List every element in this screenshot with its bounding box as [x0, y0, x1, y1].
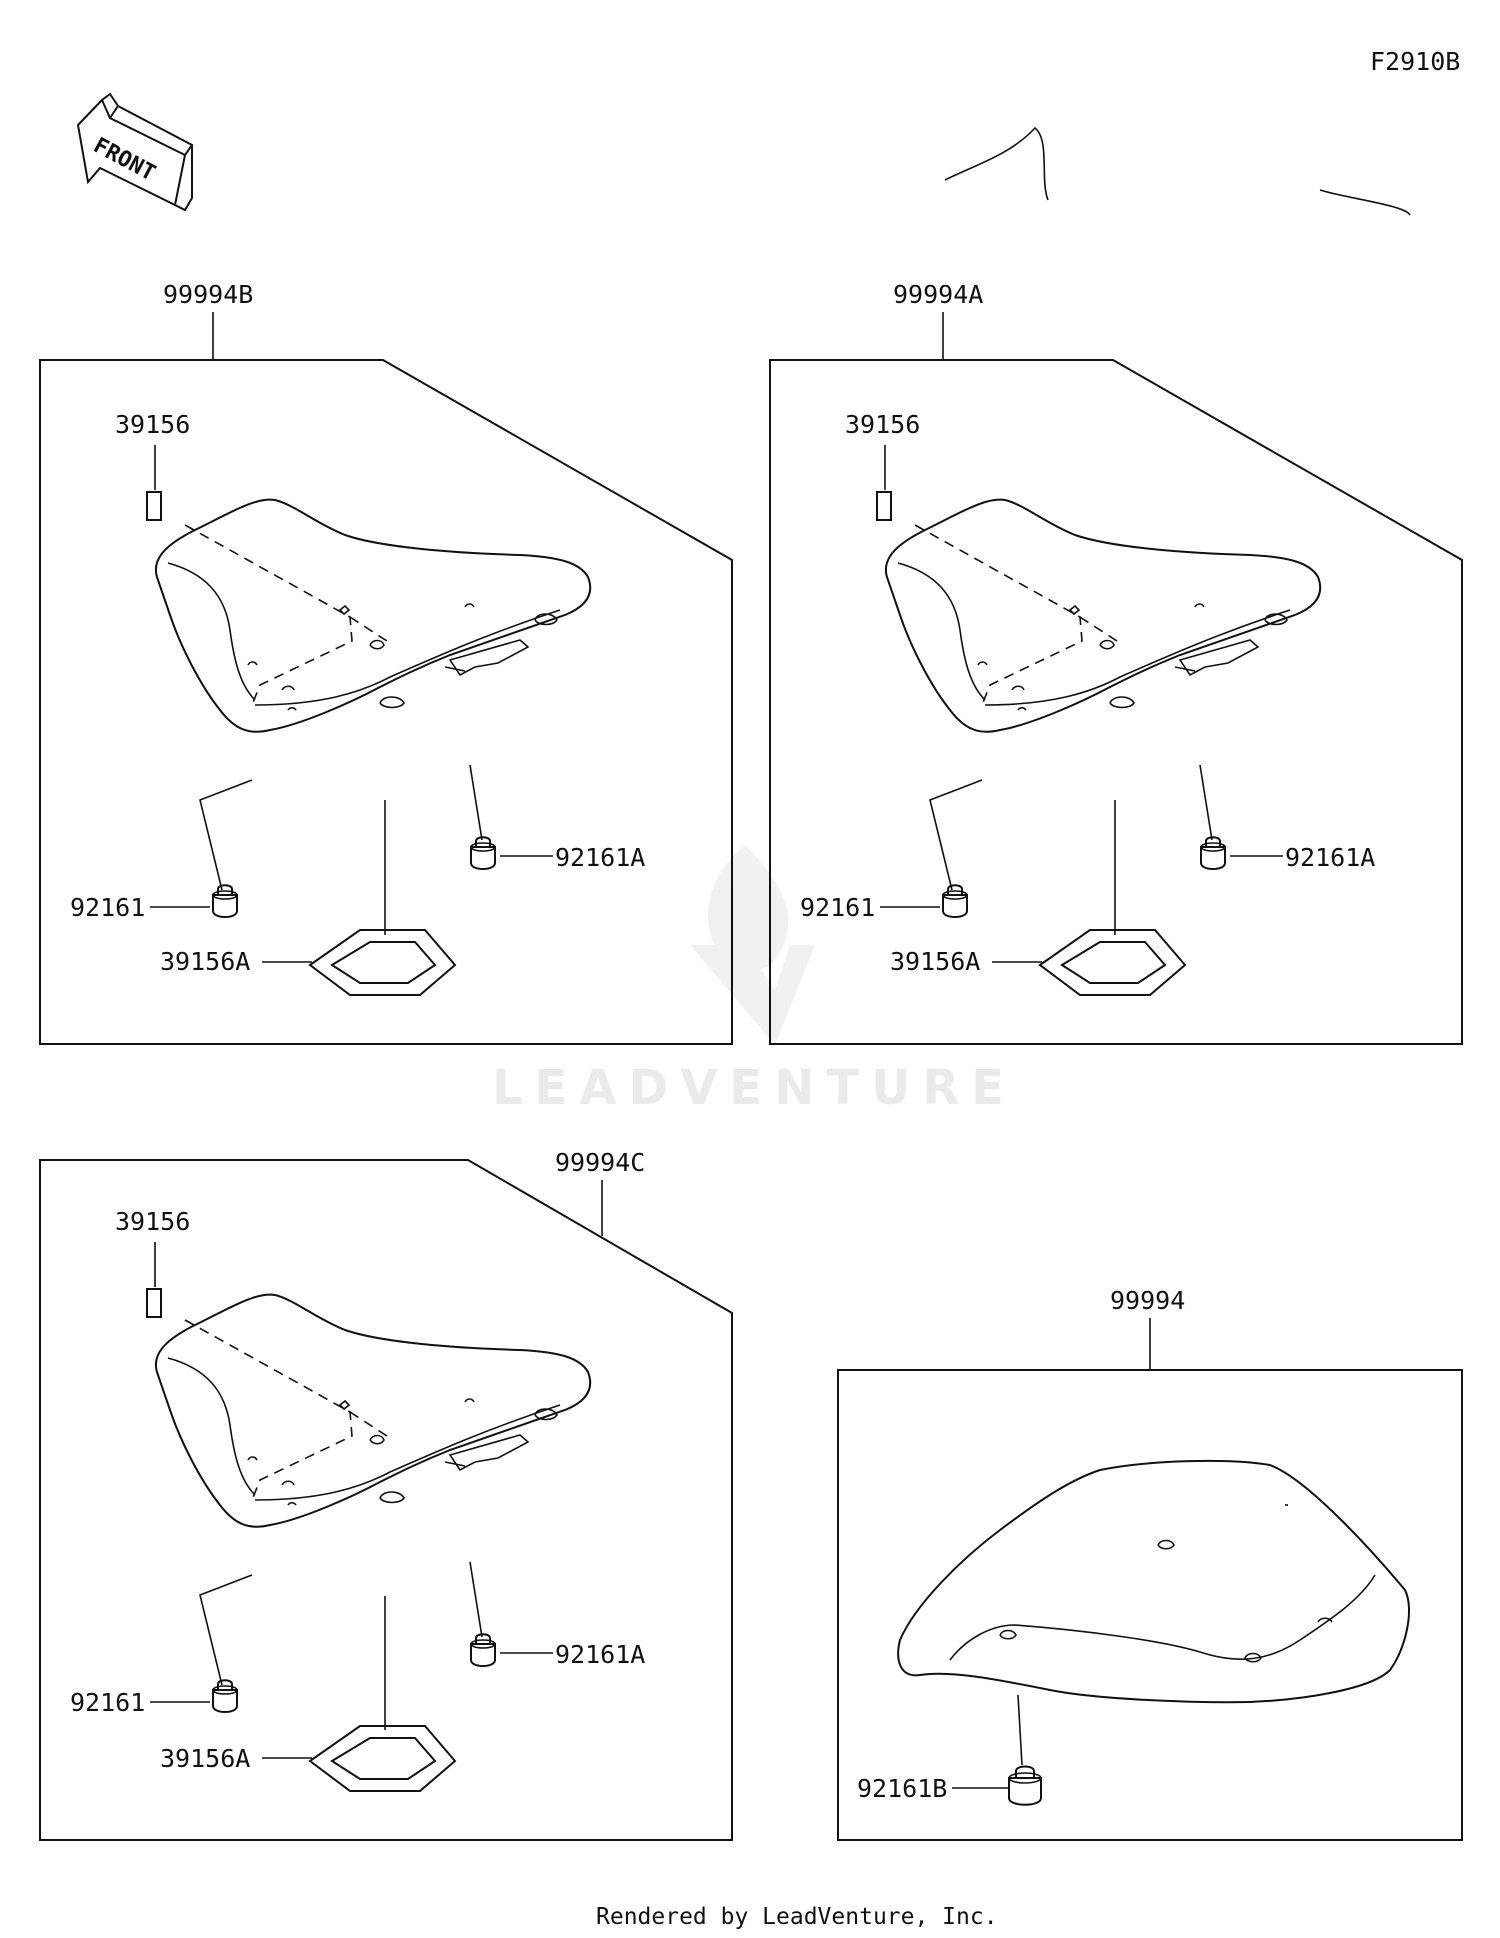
part-label-damper-right: 92161A	[555, 843, 645, 872]
watermark-text: LEADVENTURE	[492, 1060, 1016, 1116]
assembly-label: 99994C	[555, 1148, 645, 1177]
diagram-id: F2910B	[1370, 47, 1460, 76]
part-label-damper-right: 92161A	[1285, 843, 1375, 872]
group-99994c: 99994C 39156 92161 92161A 39156A	[39, 1148, 733, 1841]
part-label-damper-left: 92161	[800, 893, 875, 922]
front-arrow-icon: FRONT	[76, 92, 194, 212]
part-label-damper: 92161B	[857, 1774, 947, 1803]
part-label-damper-left: 92161	[70, 1688, 145, 1717]
pillion-seat	[897, 1459, 1411, 1704]
part-label-mat: 39156A	[890, 947, 980, 976]
assembly-label: 99994A	[893, 280, 983, 309]
group-99994: 99994 92161B	[837, 1286, 1463, 1841]
part-label-sticker: 39156	[115, 410, 190, 439]
part-label-mat: 39156A	[160, 1744, 250, 1773]
front-label: FRONT	[89, 133, 159, 186]
part-label-damper-right: 92161A	[555, 1640, 645, 1669]
part-label-sticker: 39156	[845, 410, 920, 439]
watermark: LEADVENTURE	[492, 845, 1016, 1116]
group-99994b: 99994B 39156 92161 92161A 39156A	[39, 280, 733, 1045]
assembly-label: 99994	[1110, 1286, 1185, 1315]
part-label-mat: 39156A	[160, 947, 250, 976]
footer-credit: Rendered by LeadVenture, Inc.	[596, 1904, 998, 1930]
part-label-sticker: 39156	[115, 1207, 190, 1236]
group-99994a: 99994A 39156 92161 92161A 39156A	[769, 126, 1463, 1045]
assembly-label: 99994B	[163, 280, 253, 309]
part-label-damper-left: 92161	[70, 893, 145, 922]
